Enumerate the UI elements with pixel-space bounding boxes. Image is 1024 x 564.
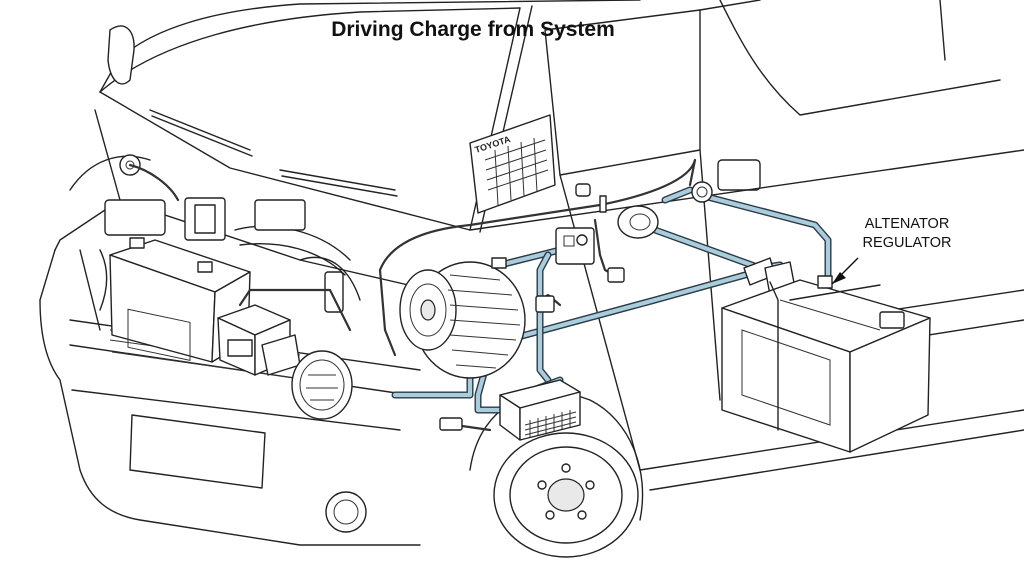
front-relay-block (217, 304, 301, 376)
headlight (291, 350, 353, 420)
callout-arrow (831, 257, 859, 285)
callout-line-1: ALTENATOR (864, 216, 950, 232)
alternator (399, 257, 526, 379)
callout-line-2: REGULATOR (862, 235, 952, 251)
regulator-module (499, 379, 581, 441)
connectors (439, 181, 796, 431)
wiper-blades (149, 109, 398, 197)
diagram-title: Driving Charge from System (331, 18, 615, 41)
front-wheel (469, 392, 644, 558)
toyota-sticker: TOYOTA (469, 114, 556, 214)
aux-battery (721, 275, 931, 453)
engine-bay (69, 154, 361, 331)
alternator-regulator-label: ALTENATOR REGULATOR (832, 215, 982, 253)
